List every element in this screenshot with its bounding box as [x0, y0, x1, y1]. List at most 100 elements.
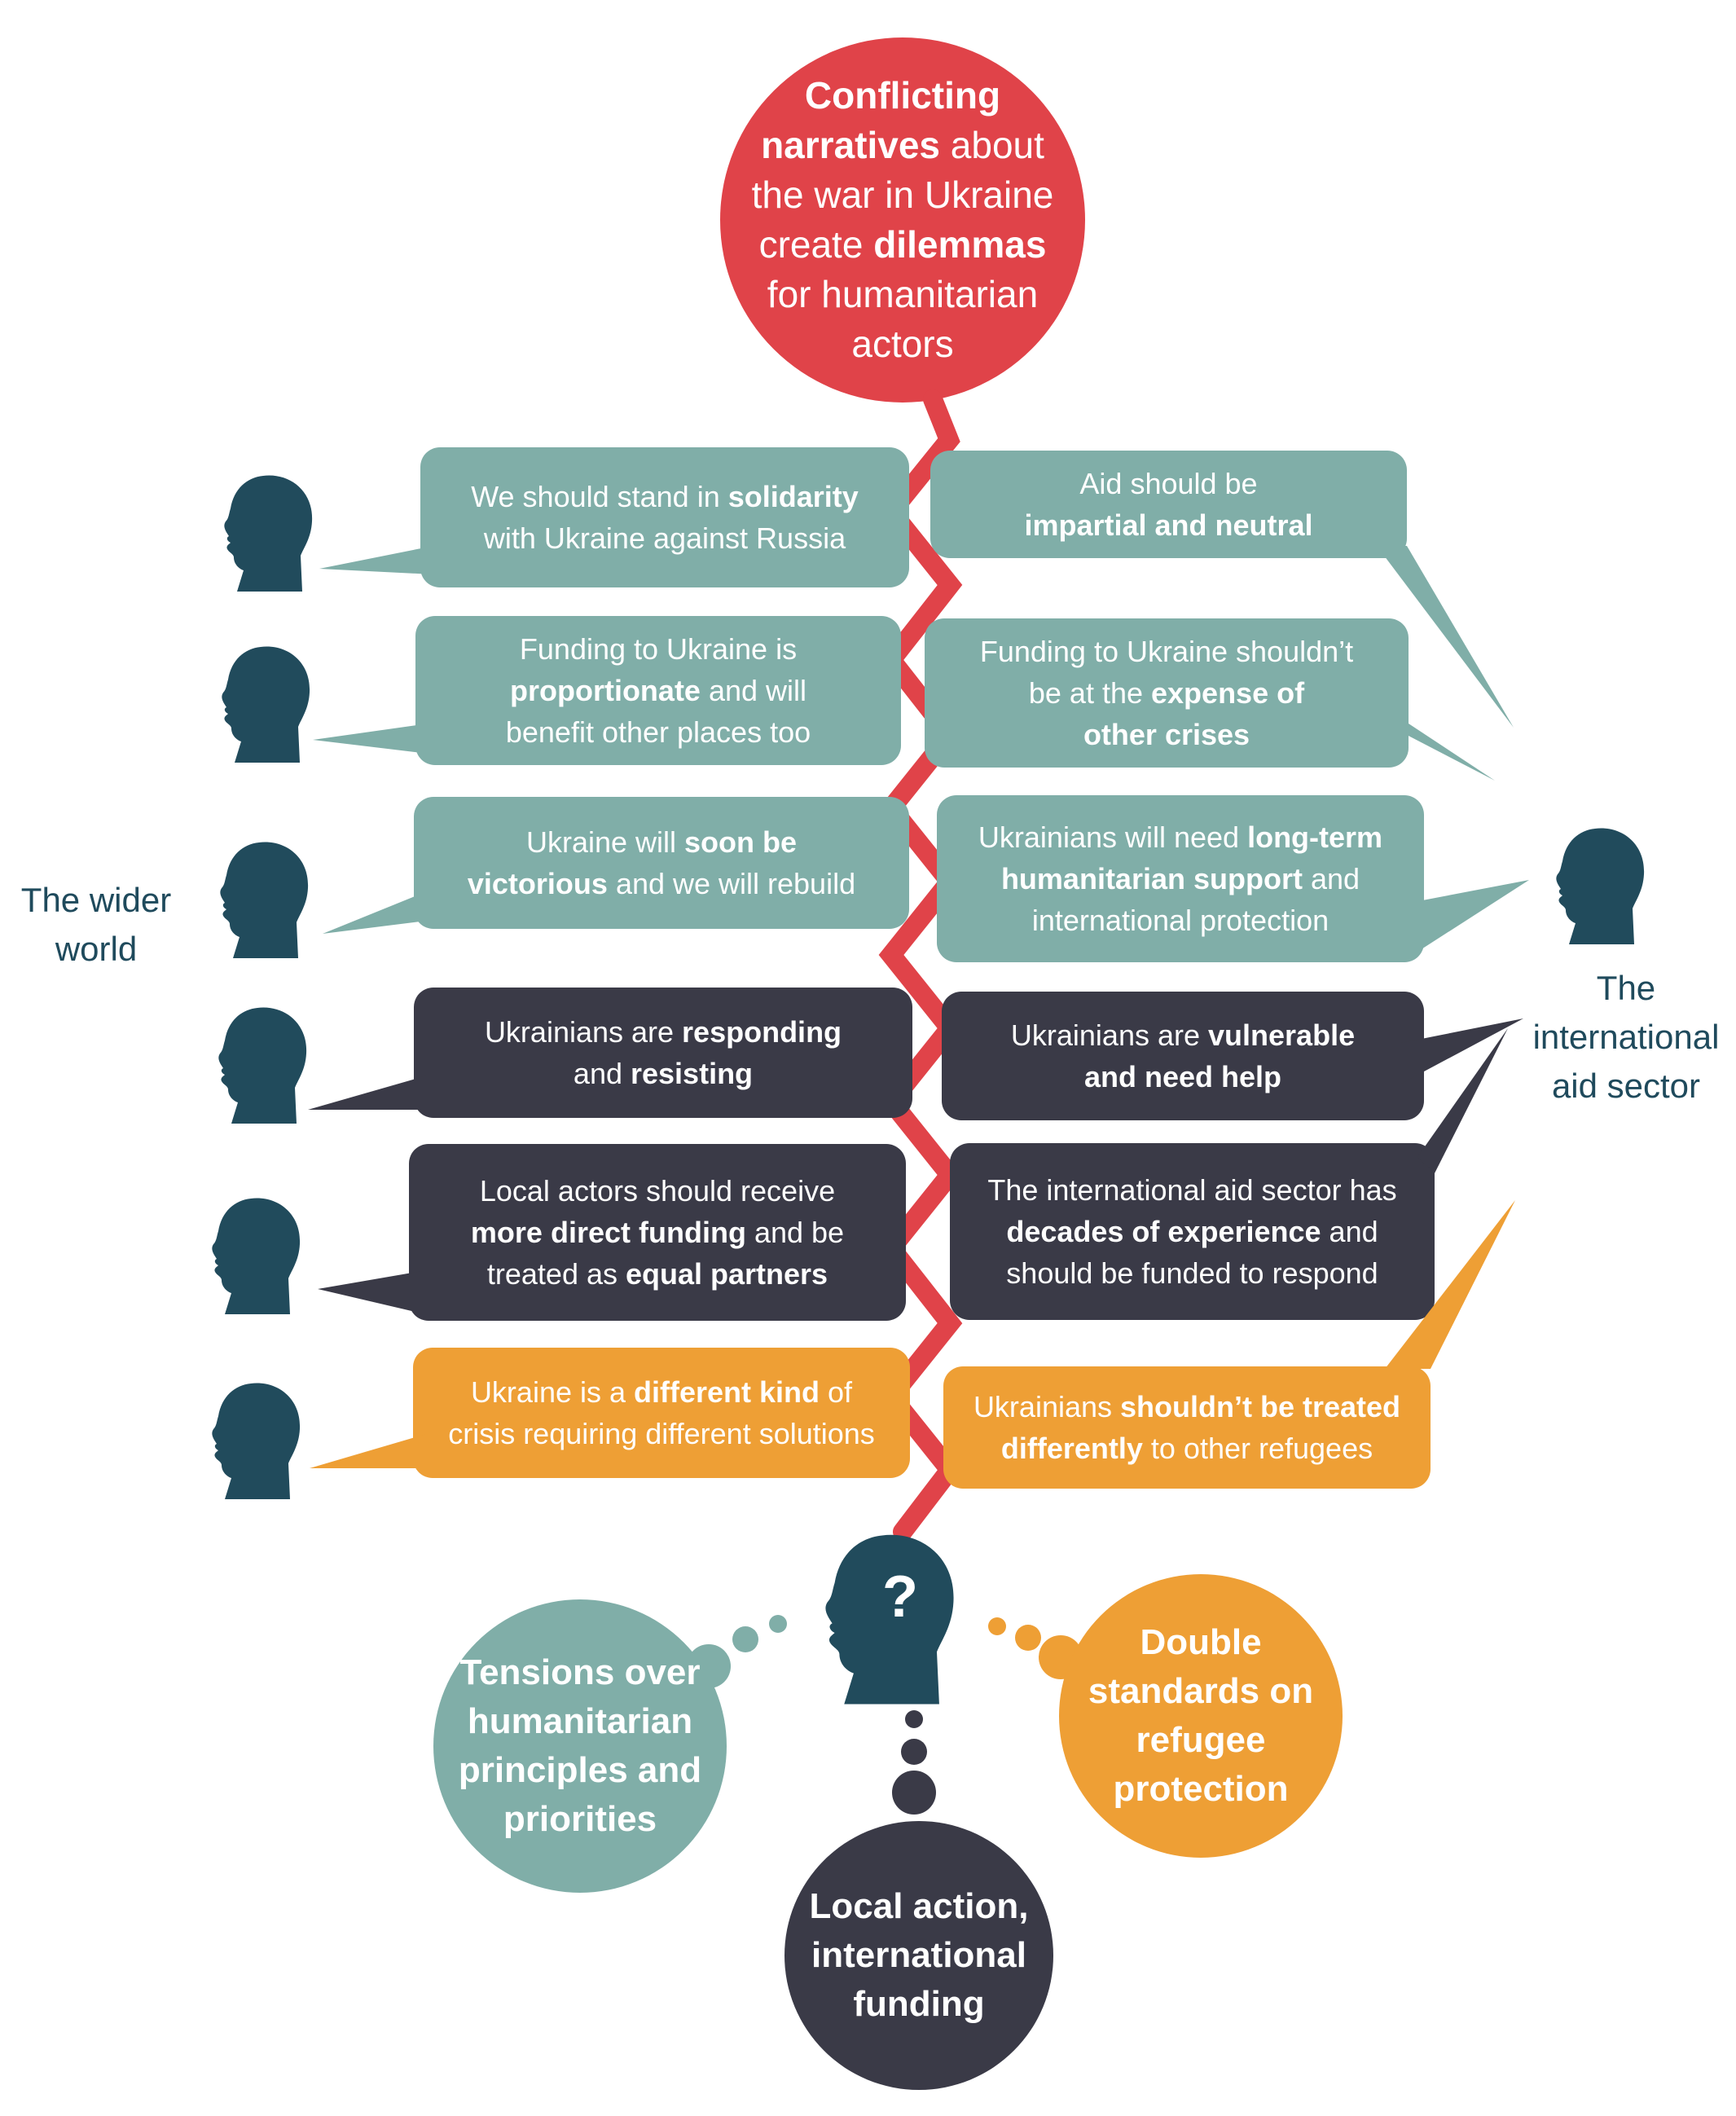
- text-line: actors: [752, 319, 1054, 369]
- top-circle: [720, 37, 1085, 403]
- row2-right-bubble: [925, 618, 1409, 768]
- thought-dot-dark: [892, 1771, 936, 1815]
- head-profile-icon: [224, 475, 313, 592]
- thought-dot-orange: [1015, 1625, 1041, 1651]
- row1-right-tail: [1377, 546, 1514, 728]
- text-line: the war in Ukraine: [752, 170, 1054, 220]
- thought-dot-dark: [901, 1739, 927, 1765]
- text-line: funding: [853, 1984, 985, 2024]
- text-line: differently to other refugees: [973, 1428, 1400, 1469]
- text-line: should be funded to respond: [987, 1252, 1396, 1294]
- bold-phrase: vulnerable: [1208, 1018, 1356, 1052]
- text-line: The: [1596, 969, 1656, 1007]
- text-line: refugee: [1136, 1720, 1266, 1760]
- thought-dot-dark: [905, 1710, 923, 1728]
- text-line: narratives about: [752, 121, 1054, 170]
- head-profile-icon: [212, 1383, 301, 1499]
- bold-phrase: resisting: [631, 1057, 754, 1090]
- bold-phrase: Conflicting: [804, 74, 1001, 117]
- text-line: Local actors should receive: [471, 1170, 844, 1212]
- text-phrase: benefit other places too: [505, 715, 811, 749]
- text-line: and resisting: [485, 1053, 842, 1094]
- text-phrase: the war in Ukraine: [751, 174, 1054, 216]
- text-phrase: and we will rebuild: [607, 867, 856, 900]
- bold-phrase: dilemmas: [873, 223, 1047, 266]
- text-line: benefit other places too: [506, 711, 811, 753]
- text-line: Ukrainians are responding: [485, 1011, 842, 1053]
- text-line: Ukrainians shouldn’t be treated: [973, 1386, 1400, 1428]
- text-line: victorious and we will rebuild: [468, 863, 855, 904]
- row2-right-tail: [1385, 724, 1495, 781]
- text-phrase: Ukraine is a: [470, 1375, 635, 1409]
- row6-right-tail: [1385, 1200, 1515, 1369]
- text-line: with Ukraine against Russia: [471, 517, 859, 559]
- text-line: international protection: [978, 900, 1382, 941]
- text-line: Tensions over: [459, 1652, 701, 1692]
- text-phrase: Funding to Ukraine is: [519, 632, 798, 666]
- bold-phrase: expense of: [1151, 676, 1305, 710]
- text-line: Conflicting: [752, 71, 1054, 121]
- text-phrase: to other refugees: [1142, 1432, 1373, 1465]
- bold-phrase: different kind: [634, 1375, 820, 1409]
- text-phrase: and: [1302, 862, 1360, 895]
- bold-phrase: more direct funding: [470, 1216, 746, 1249]
- row4-left-tail: [308, 1076, 427, 1110]
- text-line: treated as equal partners: [471, 1253, 844, 1295]
- row3-left-tail: [323, 891, 427, 934]
- question-mark: ?: [882, 1564, 918, 1630]
- text-phrase: Ukrainians will need: [978, 820, 1248, 854]
- text-phrase: Funding to Ukraine shouldn’t: [979, 635, 1354, 668]
- text-phrase: about: [940, 124, 1044, 166]
- text-phrase: for humanitarian: [767, 273, 1039, 315]
- row5-left-bubble: [409, 1144, 906, 1321]
- text-phrase: be at the: [1028, 676, 1152, 710]
- text-line: crisis requiring different solutions: [448, 1413, 875, 1454]
- text-line: standards on: [1088, 1671, 1314, 1711]
- bold-phrase: humanitarian support: [1000, 862, 1303, 895]
- text-line: and need help: [1011, 1056, 1355, 1098]
- text-line: Local action,: [809, 1886, 1029, 1926]
- text-line: The international aid sector has: [987, 1169, 1396, 1211]
- text-phrase: Local actors should receive: [479, 1174, 836, 1208]
- text-line: aid sector: [1551, 1067, 1701, 1105]
- bold-phrase: victorious: [467, 867, 608, 900]
- text-line: decades of experience and: [987, 1211, 1396, 1252]
- row4-right-bubble: [942, 992, 1424, 1120]
- text-phrase: create: [758, 223, 874, 266]
- text-phrase: and: [1321, 1215, 1378, 1248]
- row5-left-text: Local actors should receive more direct f…: [409, 1144, 906, 1321]
- text-line: humanitarian support and: [978, 858, 1382, 900]
- bold-phrase: shouldn’t be treated: [1120, 1390, 1401, 1423]
- text-line: other crises: [980, 714, 1353, 755]
- bold-phrase: decades of experience: [1006, 1215, 1321, 1248]
- row2-left-tail: [313, 724, 429, 754]
- text-line: priorities: [503, 1799, 657, 1839]
- text-line: Ukrainians are vulnerable: [1011, 1014, 1355, 1056]
- text-phrase: actors: [851, 323, 954, 365]
- bold-phrase: equal partners: [626, 1257, 828, 1291]
- text-line: Ukraine will soon be: [468, 821, 855, 863]
- text-phrase: Ukrainians: [973, 1390, 1121, 1423]
- row2-right-text: Funding to Ukraine shouldn’t be at the ex…: [925, 618, 1409, 768]
- text-line: Funding to Ukraine is: [506, 628, 811, 670]
- text-phrase: Ukrainians are: [1010, 1018, 1209, 1052]
- bold-phrase: other crises: [1083, 718, 1250, 751]
- row5-right-bubble: [950, 1143, 1435, 1320]
- text-line: for humanitarian: [752, 270, 1054, 319]
- thought-dot-orange: [988, 1617, 1006, 1635]
- text-line: Ukrainians will need long-term: [978, 816, 1382, 858]
- text-line: world: [55, 930, 138, 968]
- bold-phrase: narratives: [761, 124, 940, 166]
- bold-phrase: long-term: [1247, 820, 1383, 854]
- text-line: Aid should be: [1024, 463, 1312, 504]
- row5-left-tail: [318, 1271, 422, 1313]
